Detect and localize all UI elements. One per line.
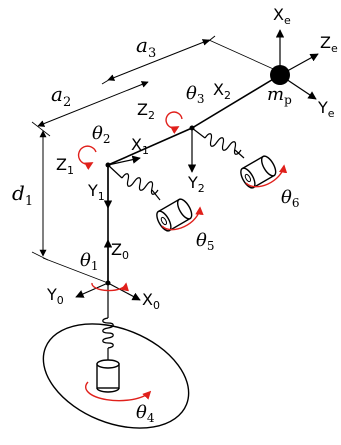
frame-0: Z0 X0 Y0 θ1 bbox=[46, 239, 160, 312]
z1-label: Z1 bbox=[56, 155, 74, 177]
robot-links bbox=[107, 74, 281, 318]
theta5-label: θ5 bbox=[196, 230, 214, 253]
base-plate bbox=[42, 323, 190, 429]
frame-2: Z2 X2 Y2 θ3 bbox=[137, 80, 231, 195]
ze-label: Ze bbox=[320, 33, 338, 55]
theta4-label: θ4 bbox=[136, 402, 155, 425]
dimension-d1: d1 bbox=[12, 130, 109, 284]
spring-rotor-theta6: θ6 bbox=[191, 127, 299, 210]
end-effector-frame: Xe Ze Ye mp bbox=[267, 5, 338, 120]
frame-1: Z1 X1 Y1 θ2 bbox=[56, 123, 149, 209]
z2-label: Z2 bbox=[137, 100, 155, 122]
payload-mass bbox=[270, 65, 290, 85]
mp-label: mp bbox=[267, 84, 292, 107]
xe-label: Xe bbox=[273, 5, 291, 27]
y2-label: Y2 bbox=[187, 173, 205, 195]
theta2-label: θ2 bbox=[92, 123, 110, 146]
z0-label: Z0 bbox=[111, 240, 129, 262]
d1-label: d1 bbox=[12, 181, 33, 209]
base-spring-rotor-theta4: θ4 bbox=[42, 317, 190, 429]
theta1-label: θ1 bbox=[80, 250, 98, 273]
y0-label: Y0 bbox=[46, 285, 64, 307]
ye-label: Ye bbox=[317, 98, 335, 120]
dimension-a3: a3 bbox=[101, 33, 281, 85]
y1-label: Y1 bbox=[87, 181, 105, 203]
theta6-label: θ6 bbox=[281, 187, 299, 210]
dimension-a2: a2 bbox=[31, 81, 149, 137]
a3-label: a3 bbox=[136, 33, 156, 61]
x1-label: X1 bbox=[131, 135, 149, 157]
spring-rotor-theta5: θ5 bbox=[107, 164, 214, 253]
a2-label: a2 bbox=[51, 82, 71, 110]
x2-label: X2 bbox=[213, 80, 231, 102]
x0-label: X0 bbox=[142, 290, 160, 312]
theta3-label: θ3 bbox=[186, 83, 204, 106]
